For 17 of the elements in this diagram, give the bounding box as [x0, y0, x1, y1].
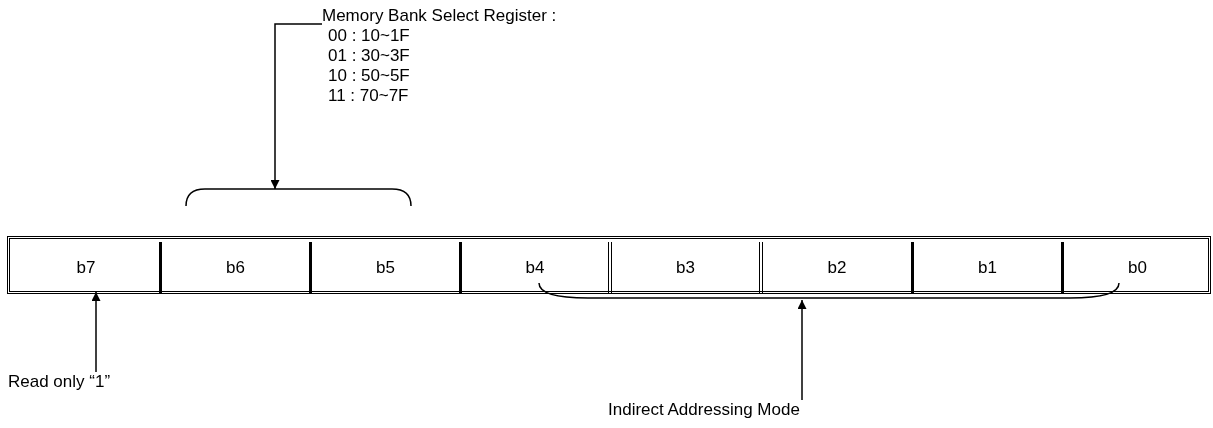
bracket	[185, 188, 412, 206]
register-note: Memory Bank Select Register : 00 : 10~1F 01 : 30~3F 10 : 50~5F 11 : 70~7F	[322, 6, 562, 112]
arrow	[797, 299, 807, 401]
annotation-text: Indirect Addressing Mode	[608, 400, 878, 420]
bit-cell: b7	[13, 242, 162, 294]
bit-cell: b2	[763, 242, 914, 294]
bit-cell: b4	[462, 242, 612, 294]
bit-cell: b3	[612, 242, 763, 294]
register-box	[7, 236, 1211, 294]
bit-cell: b6	[162, 242, 312, 294]
bit-cell: b0	[1064, 242, 1211, 294]
annotation-text: Read only “1”	[8, 372, 148, 392]
arrow	[270, 23, 323, 190]
bit-cell: b1	[914, 242, 1064, 294]
arrow	[91, 291, 101, 373]
bit-cell: b5	[312, 242, 462, 294]
bracket	[538, 282, 1120, 299]
